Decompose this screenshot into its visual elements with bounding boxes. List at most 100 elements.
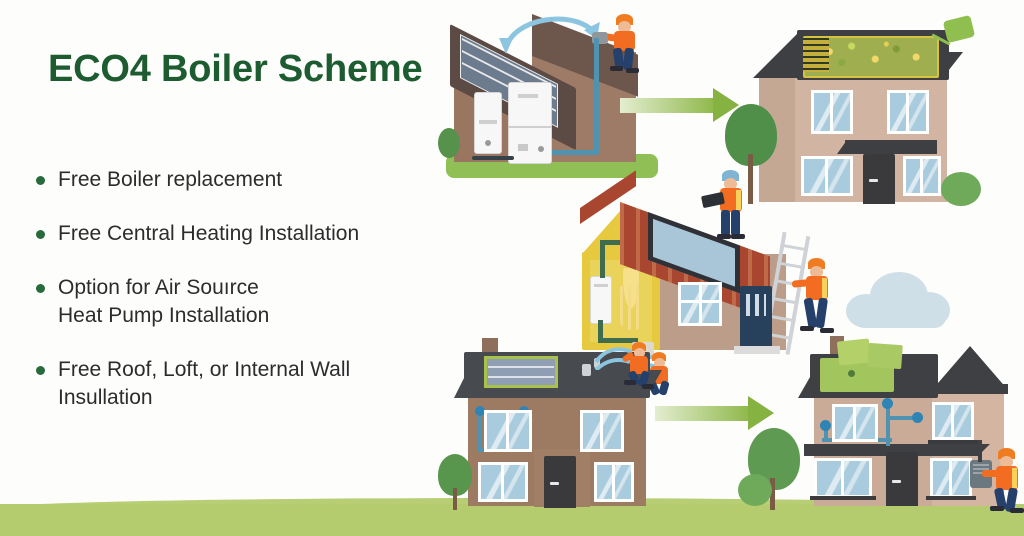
heating-pipe [824,424,828,442]
window-mullion [951,404,954,438]
worker-leg [731,210,740,236]
cloud [846,272,956,334]
worker-helmet [808,258,825,269]
benefits-list: Free Boiler replacement Free Central Hea… [32,166,442,438]
worker-body [614,31,635,51]
scene-house-with-boilers [438,8,666,188]
worker-with-laptop [700,170,756,242]
window-mullion [699,284,702,324]
worker-helmet [632,342,646,351]
house-roof-left-slope [454,370,468,398]
heating-pipe [886,416,916,420]
tree-trunk [453,488,457,510]
list-item: Option for Air Souırce Heat Pump Install… [32,274,442,330]
door-handle-icon[interactable] [892,480,901,483]
boiler-dial [485,140,491,146]
progress-arrow-top [620,88,740,122]
list-item-label: Free Central Heating Installation [58,222,360,245]
scene-house-with-solar-panel [438,330,700,510]
roof-vent [594,358,600,368]
worker-helmet [616,14,633,25]
front-door[interactable] [544,456,576,508]
solar-panel [484,356,558,388]
bush [941,172,981,206]
boiler-label [479,120,497,124]
front-door[interactable] [863,154,895,204]
heating-pipe [600,242,605,278]
boiler-label [594,284,608,287]
arrow-body [620,98,715,113]
boiler-label [518,94,538,98]
worker-vest [822,278,827,298]
window-mullion [600,412,603,450]
list-item-label: Free Roof, Loft, or Internal Wall Insull… [58,358,351,409]
bush [438,128,460,158]
roof-panel-ribs [803,38,829,72]
worker-head [724,178,737,190]
worker-head [654,358,665,368]
window-sill [928,440,978,444]
progress-arrow-bottom [655,396,775,430]
heating-pipe [598,338,638,343]
window-mullion [825,158,828,194]
worker-boot [1010,508,1024,513]
worker-body [630,356,648,374]
worker-on-roof [621,342,666,389]
worker-boot [626,68,639,73]
boiler-seam [508,126,552,128]
bullet-dot-icon [36,176,45,185]
radiator-valve [912,412,923,423]
flue-pipe-foot [530,150,598,155]
worker-head [634,348,645,358]
window-sill [926,496,976,500]
worker-arm [982,470,998,477]
engineer [982,448,1024,514]
front-door[interactable] [886,452,918,506]
arrow-body [655,406,750,421]
porch-roof [804,444,980,456]
window-mullion [612,464,615,500]
window-mullion [906,92,909,132]
boiler-dial [538,146,544,152]
heating-pipe [478,410,482,452]
heating-pipe [598,320,603,342]
window-mullion [920,158,923,194]
bullet-dot-icon [36,284,45,293]
house-roof-left-slope [798,370,814,398]
worker-boot [820,328,834,333]
worker-helmet [652,352,666,361]
worker-boot [624,380,636,385]
boiler-vent [518,144,528,151]
worker-vest [1012,468,1017,488]
heating-pipe [600,240,634,245]
worker-leg [814,297,829,329]
cloud-base [854,306,946,328]
worker-boot [610,66,623,71]
door-handle-icon[interactable] [869,179,878,182]
boiler-cable [472,156,514,160]
door-handle-icon[interactable] [550,482,559,485]
heat-pump-pipe [978,440,982,462]
worker-boot [731,234,745,239]
worker-boot [717,234,731,239]
list-item: Free Central Heating Installation [32,220,442,248]
worker-boot [642,384,654,389]
arrow-head-icon [748,396,774,430]
radiator-valve [820,420,831,431]
radiator-valve [475,406,485,416]
door-step [734,346,780,354]
green-indicator-icon [942,14,976,44]
green-roof-panel [867,342,903,370]
window-mullion [501,464,504,500]
house-wing-roof-slab [932,384,1008,394]
list-item-label: Option for Air Souırce [58,276,259,299]
bullet-dot-icon [36,366,45,375]
scene-insulation-cutaway-house [560,170,850,365]
worker-boot [990,506,1004,511]
window-transom [680,300,720,303]
solar-panel-cell [488,366,554,368]
heating-pipe [886,402,890,446]
worker-vest [736,190,741,210]
flue-pipe [594,38,599,154]
